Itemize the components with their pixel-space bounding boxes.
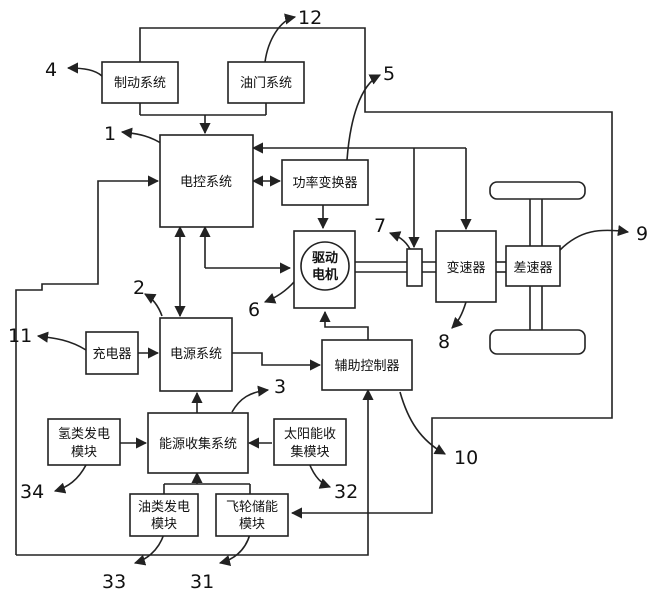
oil-module-block: 油类发电 模块 <box>129 493 199 537</box>
aux-controller-block: 辅助控制器 <box>321 339 413 391</box>
solar-module-block: 太阳能收 集模块 <box>273 418 347 466</box>
ref-8: 8 <box>438 331 450 353</box>
differential-label: 差速器 <box>513 261 552 276</box>
charger-label: 充电器 <box>92 346 131 362</box>
drive-motor-label-1: 驱动 <box>312 251 338 266</box>
ecu-label: 电控系统 <box>180 175 232 190</box>
ref-5: 5 <box>383 63 395 85</box>
throttle-system-label: 油门系统 <box>240 76 292 91</box>
ref-10: 10 <box>454 447 478 469</box>
hydrogen-module-block: 氢类发电 模块 <box>47 418 121 466</box>
ref-11: 11 <box>8 325 32 347</box>
brake-system-block: 制动系统 <box>101 61 179 104</box>
oil-label-2: 模块 <box>151 517 177 532</box>
power-converter-block: 功率变换器 <box>281 159 369 206</box>
leader-lines <box>36 13 630 566</box>
power-system-block: 电源系统 <box>159 317 233 392</box>
ref-6: 6 <box>248 299 260 321</box>
hydrogen-label-1: 氢类发电 <box>58 426 110 442</box>
energy-harvest-label: 能源收集系统 <box>159 436 237 452</box>
ref-32: 32 <box>334 481 358 503</box>
throttle-system-block: 油门系统 <box>227 61 305 104</box>
flywheel-module-block: 飞轮储能 模块 <box>215 493 289 537</box>
ref-2: 2 <box>133 277 145 299</box>
clutch-block <box>406 248 423 287</box>
hydrogen-label-2: 模块 <box>71 445 97 460</box>
transmission-block: 变速器 <box>435 230 497 303</box>
drive-motor-label-2: 电机 <box>312 267 338 283</box>
ref-3: 3 <box>274 376 286 398</box>
ecu-block: 电控系统 <box>159 134 254 228</box>
solar-label-1: 太阳能收 <box>284 427 336 442</box>
energy-harvest-block: 能源收集系统 <box>147 412 249 474</box>
reference-numbers: 4 12 1 5 7 6 8 9 10 11 2 3 34 32 33 31 <box>8 7 648 593</box>
power-system-label: 电源系统 <box>170 347 222 362</box>
differential-block: 差速器 <box>489 181 586 355</box>
ref-1: 1 <box>104 123 116 145</box>
flywheel-label-1: 飞轮储能 <box>226 500 278 515</box>
connector-lines <box>15 27 613 556</box>
ref-4: 4 <box>45 59 57 81</box>
transmission-label: 变速器 <box>446 260 485 276</box>
charger-block: 充电器 <box>85 331 139 375</box>
ref-12: 12 <box>298 7 322 29</box>
ref-33: 33 <box>102 571 126 593</box>
ref-31: 31 <box>190 571 214 593</box>
ref-34: 34 <box>20 481 44 503</box>
aux-controller-label: 辅助控制器 <box>334 359 399 374</box>
oil-label-1: 油类发电 <box>138 499 190 515</box>
flywheel-label-2: 模块 <box>239 517 265 532</box>
ref-7: 7 <box>374 215 386 237</box>
power-converter-label: 功率变换器 <box>292 175 357 191</box>
brake-system-label: 制动系统 <box>114 76 166 91</box>
solar-label-2: 集模块 <box>290 444 329 460</box>
drive-motor-block: 驱动 电机 <box>293 230 356 309</box>
ref-9: 9 <box>636 223 648 245</box>
